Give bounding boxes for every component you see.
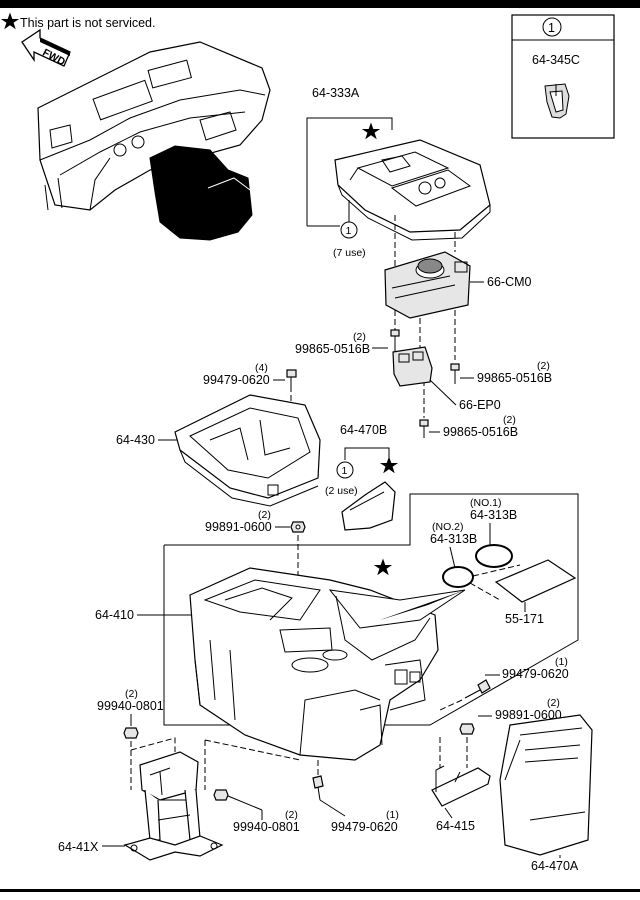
qty: (2) bbox=[537, 360, 550, 372]
fastener-99479-bottom: (1) 99479-0620 bbox=[312, 760, 399, 834]
fastener-label: 99479-0620 bbox=[502, 667, 569, 681]
note-text: This part is not serviced. bbox=[20, 16, 155, 30]
label-66-ep0: 66-EP0 bbox=[459, 398, 501, 412]
label-55-171: 55-171 bbox=[505, 612, 544, 626]
part-64-430: 64-430 bbox=[116, 394, 321, 507]
part-64-41x: 64-41X bbox=[58, 751, 224, 861]
qty: (2) bbox=[503, 414, 516, 426]
part-64-470b-group: 64-470B 1 (2 use) bbox=[325, 423, 399, 531]
part-64-470a: 64-470A bbox=[499, 714, 593, 873]
fastener-label: 99865-0516B bbox=[443, 425, 518, 439]
qty: (2) bbox=[547, 697, 560, 709]
inset-part-label: 64-345C bbox=[532, 53, 580, 67]
qty: (2) bbox=[258, 509, 271, 521]
not-serviced-note: This part is not serviced. bbox=[0, 12, 155, 30]
label-64-470b: 64-470B bbox=[340, 423, 387, 437]
fwd-arrow: FWD bbox=[21, 28, 71, 69]
fastener-label: 99479-0620 bbox=[203, 373, 270, 387]
star-icon bbox=[373, 558, 393, 576]
label-64-415: 64-415 bbox=[436, 819, 475, 833]
qty: (2) bbox=[125, 688, 138, 700]
star-icon bbox=[361, 122, 381, 140]
fastener-label: 99891-0600 bbox=[205, 520, 272, 534]
ref-circle-1: 1 bbox=[346, 225, 352, 237]
label-64-410: 64-410 bbox=[95, 608, 134, 622]
fastener-label: 99479-0620 bbox=[331, 820, 398, 834]
label-64-430: 64-430 bbox=[116, 433, 155, 447]
part-64-415: 64-415 bbox=[431, 765, 491, 833]
label-64-333a: 64-333A bbox=[312, 86, 360, 100]
label-64-470a: 64-470A bbox=[531, 859, 579, 873]
fastener-99865-upper-left: (2) 99865-0516B bbox=[295, 329, 400, 356]
fastener-label: 99891-0600 bbox=[495, 708, 562, 722]
fastener-99891-right: (2) 99891-0600 bbox=[439, 697, 562, 768]
star-icon bbox=[379, 456, 399, 474]
part-66-cm0: 66-CM0 bbox=[384, 251, 532, 319]
inset-ref-number: 1 bbox=[548, 21, 555, 35]
part-64-333a-panel bbox=[334, 139, 491, 241]
label-64-333a-group: 64-333A 1 (7 use) bbox=[306, 86, 393, 259]
fastener-99940-center: (2) 99940-0801 bbox=[204, 739, 301, 834]
ref-2-use: (2 use) bbox=[325, 485, 358, 497]
part-64-410-console bbox=[189, 558, 466, 761]
inset-box: 1 64-345C bbox=[511, 14, 615, 139]
label-64-41x: 64-41X bbox=[58, 840, 99, 854]
part-64-313b-group: (NO.1) 64-313B (NO.2) 64-313B 55-171 bbox=[430, 497, 577, 626]
label-64-313b-no1: 64-313B bbox=[470, 508, 517, 522]
fastener-99865-right: (2) 99865-0516B bbox=[450, 360, 552, 385]
fastener-99479-right: (1) 99479-0620 bbox=[439, 656, 569, 711]
fastener-label: 99940-0801 bbox=[233, 820, 300, 834]
clip-icon bbox=[544, 83, 570, 119]
part-66-ep0: 66-EP0 bbox=[392, 346, 501, 412]
fastener-99940-left: (2) 99940-0801 bbox=[97, 688, 176, 790]
no1-label: (NO.1) bbox=[470, 497, 502, 509]
qty: (1) bbox=[386, 809, 399, 821]
dashboard-illustration bbox=[37, 41, 271, 241]
fastener-label: 99865-0516B bbox=[295, 342, 370, 356]
qty: (4) bbox=[255, 362, 268, 374]
bottom-border bbox=[0, 889, 640, 892]
top-border bbox=[0, 0, 640, 8]
qty: (2) bbox=[285, 809, 298, 821]
ref-circle-2: 1 bbox=[342, 465, 348, 477]
label-64-313b-no2: 64-313B bbox=[430, 532, 477, 546]
no2-label: (NO.2) bbox=[432, 521, 464, 533]
qty: (2) bbox=[353, 331, 366, 343]
ref-7-use: (7 use) bbox=[333, 247, 366, 259]
enclosure-outline: 64-410 bbox=[95, 493, 579, 726]
qty: (1) bbox=[555, 656, 568, 668]
fastener-label: 99940-0801 bbox=[97, 699, 164, 713]
label-66-cm0: 66-CM0 bbox=[487, 275, 532, 289]
fastener-99865-lower: (2) 99865-0516B bbox=[419, 380, 518, 439]
fastener-99891-upper: (2) 99891-0600 bbox=[205, 509, 306, 610]
star-icon bbox=[0, 12, 20, 30]
fastener-label: 99865-0516B bbox=[477, 371, 552, 385]
